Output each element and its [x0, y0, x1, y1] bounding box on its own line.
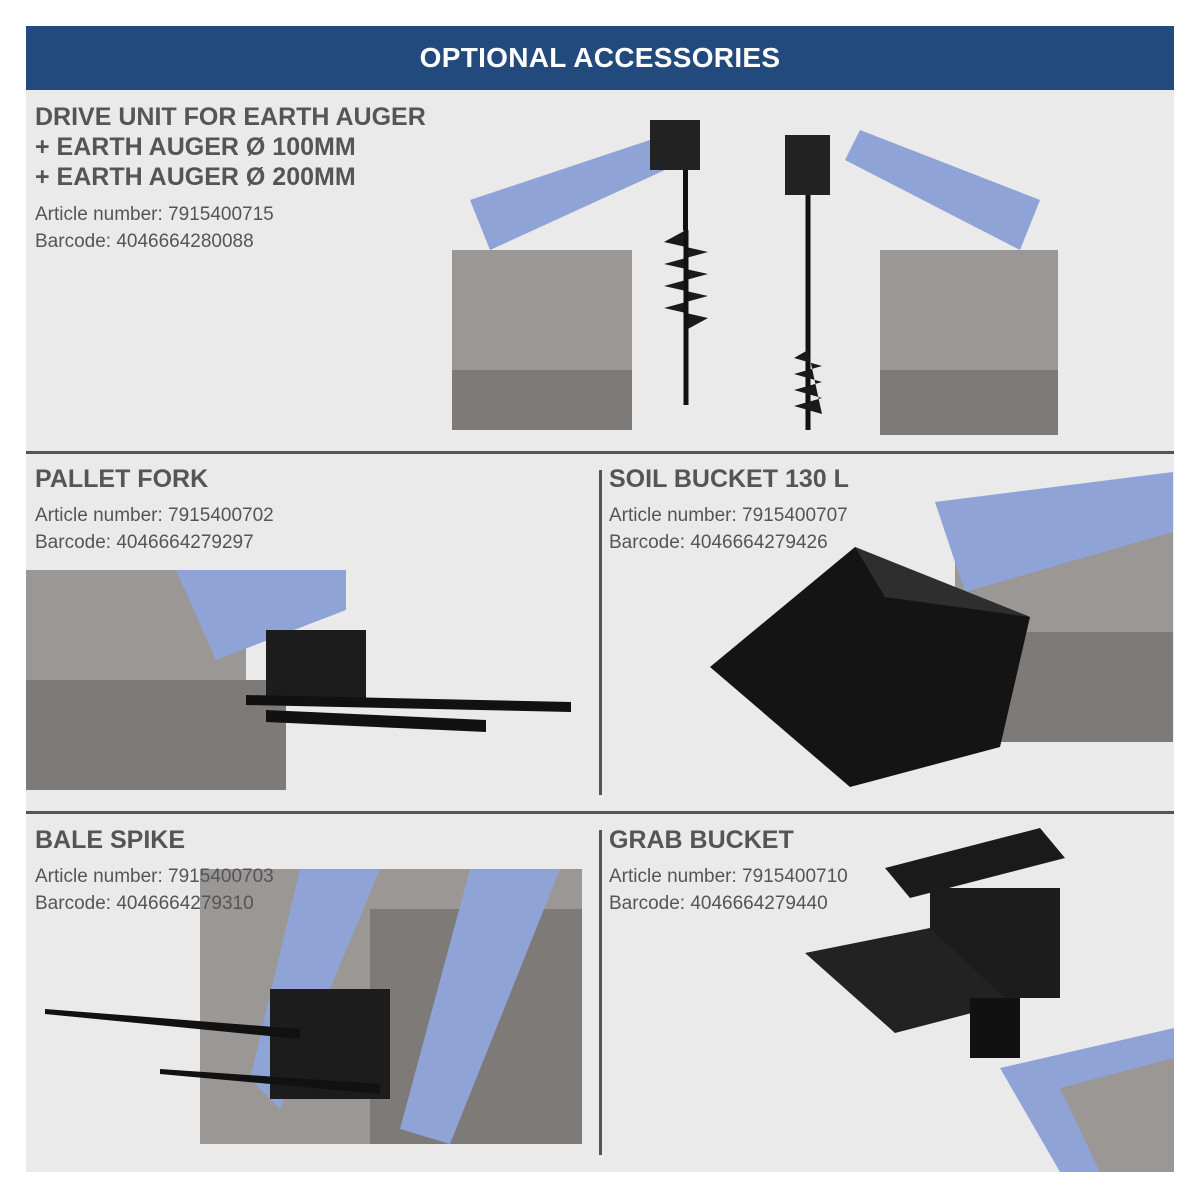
- earth-auger-image: [452, 120, 1058, 435]
- article-number: Article number: 7915400707: [609, 505, 848, 526]
- barcode: Barcode: 4046664279297: [35, 532, 254, 553]
- column-divider: [599, 470, 602, 795]
- barcode: Barcode: 4046664279440: [609, 893, 828, 914]
- product-title-soil-bucket: SOIL BUCKET 130 L: [609, 465, 849, 493]
- bale-spike-image: [45, 869, 582, 1144]
- article-number: Article number: 7915400715: [35, 204, 274, 225]
- grab-bucket-image: [805, 828, 1174, 1172]
- column-divider: [599, 830, 602, 1155]
- product-info-bale-spike: Article number: 7915400703 Barcode: 4046…: [35, 863, 274, 917]
- title-line: DRIVE UNIT FOR EARTH AUGER: [35, 103, 426, 131]
- section-divider: [26, 451, 1174, 454]
- product-title-earth-auger: DRIVE UNIT FOR EARTH AUGER + EARTH AUGER…: [35, 102, 426, 192]
- article-number: Article number: 7915400703: [35, 866, 274, 887]
- barcode: Barcode: 4046664280088: [35, 231, 254, 252]
- barcode: Barcode: 4046664279426: [609, 532, 828, 553]
- article-number: Article number: 7915400710: [609, 866, 848, 887]
- product-info-grab-bucket: Article number: 7915400710 Barcode: 4046…: [609, 863, 848, 917]
- product-title-grab-bucket: GRAB BUCKET: [609, 826, 794, 854]
- product-info-soil-bucket: Article number: 7915400707 Barcode: 4046…: [609, 502, 848, 556]
- product-info-earth-auger: Article number: 7915400715 Barcode: 4046…: [35, 201, 274, 255]
- pallet-fork-image: [26, 570, 571, 790]
- title-line: + EARTH AUGER Ø 100MM: [35, 133, 356, 161]
- product-title-bale-spike: BALE SPIKE: [35, 826, 186, 854]
- soil-bucket-image: [710, 472, 1173, 787]
- article-number: Article number: 7915400702: [35, 505, 274, 526]
- title-line: + EARTH AUGER Ø 200MM: [35, 163, 356, 191]
- product-title-pallet-fork: PALLET FORK: [35, 465, 209, 493]
- page-title: OPTIONAL ACCESSORIES: [26, 26, 1174, 90]
- product-info-pallet-fork: Article number: 7915400702 Barcode: 4046…: [35, 502, 274, 556]
- barcode: Barcode: 4046664279310: [35, 893, 254, 914]
- section-divider: [26, 811, 1174, 814]
